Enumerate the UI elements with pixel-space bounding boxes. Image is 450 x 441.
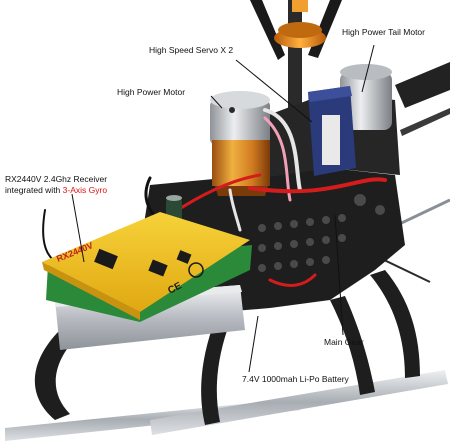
- leader-lines: [71, 44, 375, 373]
- main-motor: [210, 91, 270, 196]
- leader-main-motor: [210, 95, 223, 109]
- label-servo: High Speed Servo X 2: [149, 45, 234, 55]
- label-battery: 7.4V 1000mah Li-Po Battery: [242, 374, 349, 384]
- tail-boom: [369, 62, 450, 283]
- leader-main-gear: [334, 214, 344, 336]
- servo: [308, 86, 356, 176]
- label-receiver-prefix: integrated with: [5, 185, 63, 195]
- leader-receiver: [71, 193, 85, 263]
- receiver-board: [42, 212, 252, 322]
- leader-battery: [248, 315, 259, 373]
- leader-servo: [235, 59, 313, 123]
- label-tail-motor: High Power Tail Motor: [342, 27, 425, 37]
- label-receiver-line2: integrated with 3-Axis Gyro: [5, 185, 107, 195]
- label-gyro-highlight: 3-Axis Gyro: [62, 185, 108, 195]
- label-receiver-line1: RX2440V 2.4Ghz Receiver: [5, 174, 108, 184]
- label-main-motor: High Power Motor: [117, 87, 186, 97]
- landing-skids: [5, 270, 448, 441]
- rotor-head: [250, 0, 342, 120]
- leader-tail-motor: [361, 44, 375, 93]
- label-main-gear: Main Gear: [324, 337, 364, 347]
